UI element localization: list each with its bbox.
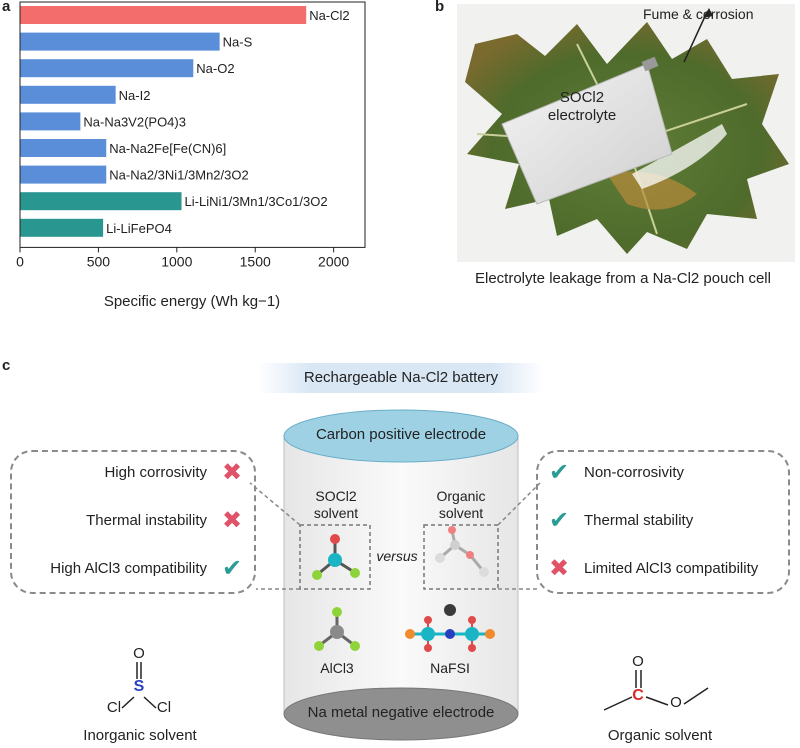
alcl3-label: AlCl3 (320, 660, 354, 676)
ester-structural-formula (603, 670, 709, 711)
bar-7 (20, 192, 182, 211)
bar-2 (20, 59, 194, 78)
chart-axes: 0 500 1000 1500 2000 (16, 1, 366, 269)
bar-0 (20, 6, 307, 24)
socl2-atom-chlorine-right: Cl (156, 699, 172, 716)
leftprops-text-2: High AlCl3 compatibility (50, 560, 207, 577)
panel-label-b: b (435, 0, 445, 15)
bar-label-2: Na-O2 (196, 61, 234, 76)
panel-label-a: a (2, 0, 11, 15)
ester-atom-oxygen-top: O (632, 653, 644, 670)
versus-label: versus (376, 548, 418, 564)
ester-atom-carbon: C (632, 687, 644, 704)
electrolyte-text: electrolyte (547, 107, 617, 124)
check-icon: ✔ (549, 507, 570, 534)
bar-label-8: Li-LiFePO4 (106, 221, 172, 236)
socl2-molecule-model (312, 534, 360, 580)
bar-label-6: Na-Na2/3Ni1/3Mn2/3O2 (109, 168, 248, 183)
pouch-cell (501, 63, 673, 205)
x-tick-label-1: 500 (87, 253, 111, 269)
check-icon: ✔ (222, 555, 243, 582)
cross-icon: ✖ (549, 555, 570, 582)
photo-caption: Electrolyte leakage from a Na-Cl2 pouch … (475, 270, 771, 287)
bottom-electrode-disk (283, 687, 519, 741)
bar-group (20, 6, 307, 237)
x-tick-label-2: 1000 (161, 253, 192, 269)
inorganic-properties-box (10, 450, 256, 594)
socl2-atom-oxygen: O (133, 645, 145, 662)
bar-label-0: Na-Cl2 (309, 8, 349, 23)
cross-icon: ✖ (222, 507, 243, 534)
bottom-electrode-label: Na metal negative electrode (307, 704, 495, 721)
socl2-atom-chlorine-left: Cl (106, 699, 122, 716)
organic-solvent-word: solvent (438, 505, 484, 521)
bar-label-1: Na-S (223, 35, 253, 50)
organic-word: Organic (436, 488, 486, 504)
alcl3-molecule-model (314, 607, 360, 651)
socl2-atom-sulfur: S (133, 678, 145, 695)
pouch-cell-photo: Fume & corrosion SOCl2 electrolyte (457, 4, 795, 262)
plot-frame (19, 1, 366, 248)
cylinder-body (283, 435, 519, 715)
socl2-formula: SOCl2 (315, 488, 357, 504)
x-axis-label: Specific energy (Wh kg−1) (104, 293, 280, 310)
bar-label-3: Na-I2 (119, 88, 151, 103)
socl2-solvent-label: SOCl2 solvent (296, 488, 376, 522)
leftprops-text-0: High corrosivity (104, 464, 207, 481)
socl2-text: SOCl2 (559, 89, 605, 106)
cross-icon: ✖ (222, 459, 243, 486)
panel-label-c: c (2, 357, 11, 374)
bar-label-7: Li-LiNi1/3Mn1/3Co1/3O2 (185, 194, 328, 209)
organic-molecule-model (435, 526, 489, 581)
inorganic-solvent-caption: Inorganic solvent (83, 727, 197, 744)
bar-1 (20, 32, 220, 51)
x-tick-label-4: 2000 (318, 253, 349, 269)
rightprops-text-0: Non-corrosivity (584, 464, 685, 481)
organic-molecule-box (423, 524, 499, 590)
rightprops-text-1: Thermal stability (584, 512, 694, 529)
socl2-solvent-word: solvent (313, 505, 359, 521)
top-electrode-disk (283, 409, 519, 463)
pouch-label: SOCl2 electrolyte (537, 89, 627, 125)
organic-solvent-label: Organic solvent (421, 488, 501, 522)
rightprops-text-2: Limited AlCl3 compatibility (584, 560, 759, 577)
socl2-molecule-box (299, 524, 371, 590)
top-electrode-label: Carbon positive electrode (315, 426, 487, 443)
x-tick-label-0: 0 (16, 253, 24, 269)
bar-label-4: Na-Na3V2(PO4)3 (83, 114, 186, 129)
bar-4 (20, 112, 81, 131)
bar-5 (20, 139, 107, 157)
ester-atom-oxygen-bridge: O (670, 694, 682, 711)
nafsi-label: NaFSI (430, 660, 470, 676)
organic-solvent-caption: Organic solvent (607, 727, 713, 744)
bar-label-5: Na-Na2Fe[Fe(CN)6] (109, 141, 226, 156)
battery-title-banner: Rechargeable Na-Cl2 battery (258, 363, 544, 393)
check-icon: ✔ (549, 459, 570, 486)
organic-properties-box (536, 450, 790, 594)
bar-8 (20, 218, 104, 237)
fume-corrosion-annotation: Fume & corrosion (643, 6, 754, 22)
x-tick-label-3: 1500 (240, 253, 271, 269)
leaf-and-pouch-illustration (457, 4, 795, 262)
socl2-structural-formula (121, 662, 157, 709)
nafsi-molecule-model (405, 604, 495, 652)
leftprops-text-1: Thermal instability (86, 512, 207, 529)
bar-6 (20, 165, 107, 184)
bar-3 (20, 85, 116, 104)
